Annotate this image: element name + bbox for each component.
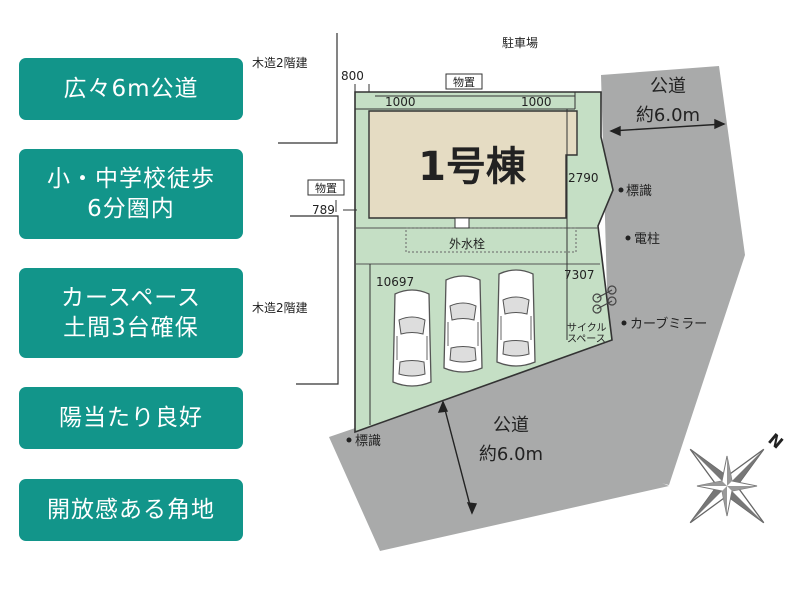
sign-marker (618, 187, 624, 193)
curve-mirror-marker (621, 320, 627, 326)
compass-north-label: N (764, 430, 786, 453)
curve-mirror-label: カーブミラー (630, 316, 707, 332)
building-name: 1号棟 (418, 144, 527, 190)
feature-text: 広々6m公道 (63, 76, 199, 102)
dimension-label: 789 (312, 203, 335, 217)
neighbor-label-bottom: 木造2階建 (252, 300, 308, 315)
cycle-space-label: スペース (567, 334, 606, 345)
road-bottom-width-arrow (437, 400, 478, 515)
road-right-width-arrow (609, 118, 726, 137)
dimension-label: 1000 (521, 95, 552, 109)
dimension-label: 2790 (568, 171, 599, 185)
car-1 (392, 289, 432, 387)
bicycle-icon (592, 285, 617, 314)
dimension-label: 1000 (385, 95, 416, 109)
feature-text: 6分圏内 (87, 196, 175, 222)
feature-badge-sunlight: 陽当たり良好 (19, 387, 243, 449)
planting-strip (405, 227, 577, 253)
cycle-space-label: サイクル (567, 322, 607, 334)
neighbor-label-top: 木造2階建 (252, 55, 308, 70)
road-bottom (329, 340, 669, 551)
road-right-label: 公道 (650, 76, 686, 97)
utility-pole-marker (625, 235, 631, 241)
feature-text: 土間3台確保 (63, 315, 199, 341)
car-2 (443, 275, 483, 373)
feature-badge-school: 小・中学校徒歩 6分圏内 (19, 149, 243, 239)
road-bottom-width: 約6.0m (479, 444, 543, 465)
water-tap-icon (454, 217, 470, 229)
feature-badge-carspace: カースペース 土間3台確保 (19, 268, 243, 358)
sign-left-label: 標識 (355, 434, 381, 449)
water-tap-label: 外水栓 (449, 236, 485, 251)
sign-right-label: 標識 (626, 184, 652, 199)
road-right (601, 66, 745, 485)
parking-lot-label: 駐車場 (502, 35, 538, 50)
neighbor-boundary-bottom (290, 215, 339, 385)
sign-left-marker (346, 437, 352, 443)
dimension-label: 10697 (376, 275, 414, 289)
utility-pole-label: 電柱 (634, 232, 660, 247)
compass-rose-icon (689, 448, 765, 524)
storage-top-label: 物置 (453, 75, 475, 89)
car-3 (496, 269, 536, 367)
feature-text: カースペース (60, 285, 202, 311)
building (368, 110, 578, 219)
neighbor-boundary-top (278, 33, 338, 144)
storage-top-box (445, 73, 483, 90)
feature-badge-corner: 開放感ある角地 (19, 479, 243, 541)
dimension-label: 7307 (564, 268, 595, 282)
dimension-label: 800 (341, 69, 364, 83)
storage-left-label: 物置 (315, 181, 337, 195)
storage-left-box (307, 179, 345, 196)
road-bottom-label: 公道 (493, 415, 529, 436)
feature-text: 開放感ある角地 (47, 497, 215, 523)
road-right-width: 約6.0m (636, 105, 700, 126)
feature-badge-road: 広々6m公道 (19, 58, 243, 120)
feature-text: 小・中学校徒歩 (47, 166, 215, 192)
feature-text: 陽当たり良好 (59, 405, 203, 431)
